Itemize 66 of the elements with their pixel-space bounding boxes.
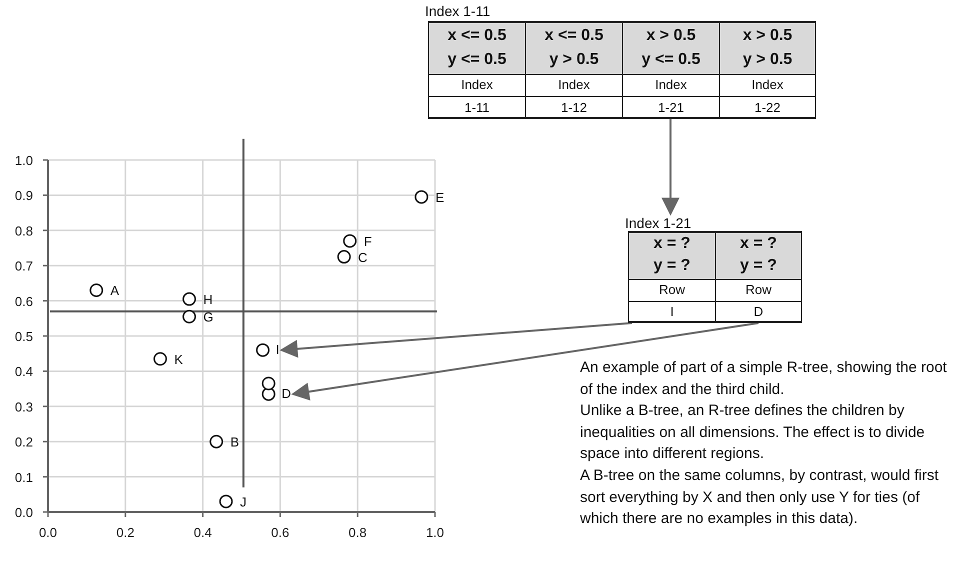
header-cell: x <= 0.5 <box>428 21 525 48</box>
table-cell: Index <box>622 74 719 96</box>
point-label: J <box>240 494 247 510</box>
header-cell: y = ? <box>715 255 802 279</box>
header-cell: x <= 0.5 <box>525 21 622 48</box>
table-cell: I <box>628 301 715 323</box>
point-label: F <box>364 234 372 249</box>
tick-label: 1.0 <box>14 153 33 168</box>
table-cell: Index <box>428 74 525 96</box>
point-label: K <box>174 352 183 367</box>
arrow <box>280 322 632 358</box>
header-cell: x > 0.5 <box>622 21 719 48</box>
tick-label: 0.6 <box>14 294 33 309</box>
table-title: Index 1-21 <box>625 214 692 232</box>
table-column <box>715 231 802 323</box>
table-cell: D <box>715 301 802 323</box>
table-column <box>622 21 719 119</box>
point-label: A <box>110 283 120 298</box>
tick-label: 1.0 <box>426 525 444 540</box>
point-label: B <box>230 434 240 450</box>
tick-label: 0.7 <box>14 258 33 274</box>
point-label: G <box>203 310 214 325</box>
note-text: Unlike a B-tree, an R-tree defines the children by inequalities on all dimensions. The effect is to divide space into different regions. <box>580 401 926 464</box>
tick-label: 0.0 <box>38 525 58 540</box>
tick-label: 0.3 <box>14 399 33 414</box>
point-label: I <box>276 343 280 358</box>
header-cell: y = ? <box>628 255 715 279</box>
table-column <box>525 21 622 119</box>
header-cell: x = ? <box>715 231 802 255</box>
point-label: D <box>282 387 291 402</box>
tick-label: 0.9 <box>14 188 33 204</box>
tick-label: 0.2 <box>14 434 33 450</box>
table-cell: 1-12 <box>525 96 622 119</box>
tick-label: 0.2 <box>116 525 134 540</box>
arrow <box>662 119 680 216</box>
tick-label: 0.8 <box>348 525 367 540</box>
header-cell: y <= 0.5 <box>428 48 525 74</box>
table-cell: Index <box>719 74 816 96</box>
tick-label: 0.6 <box>271 525 290 540</box>
table-cell: 1-11 <box>428 96 525 119</box>
table-cell: Index <box>525 74 622 96</box>
tick-label: 0.0 <box>14 505 33 520</box>
note-text: A B-tree on the same columns, by contrast, would first sort everything by X and then only use Y for ties (of which there are no examples in this data). <box>580 466 940 529</box>
tick-label: 0.4 <box>14 364 33 380</box>
tick-label: 0.5 <box>14 329 33 344</box>
point-label: E <box>435 190 444 205</box>
table-column <box>628 231 715 323</box>
table-cell: 1-21 <box>622 96 719 119</box>
header-cell: y > 0.5 <box>525 48 622 74</box>
header-cell: y > 0.5 <box>719 48 816 74</box>
tick-label: 0.8 <box>14 223 33 238</box>
table-title: Index 1-11 <box>425 2 490 20</box>
point-label: H <box>203 292 213 308</box>
header-cell: y <= 0.5 <box>622 48 719 74</box>
table-column <box>428 21 525 119</box>
table-cell: Row <box>715 279 802 301</box>
table-column <box>719 21 816 119</box>
table-cell: 1-22 <box>719 96 816 119</box>
header-cell: x = ? <box>628 231 715 255</box>
table-cell: Row <box>628 279 715 301</box>
tick-label: 0.1 <box>14 470 33 485</box>
header-cell: x > 0.5 <box>719 21 816 48</box>
arrow <box>291 322 759 401</box>
point-label: C <box>358 250 368 265</box>
note-text: An example of part of a simple R-tree, showing the root of the index and the third child. <box>580 358 948 400</box>
tick-label: 0.4 <box>194 525 212 540</box>
